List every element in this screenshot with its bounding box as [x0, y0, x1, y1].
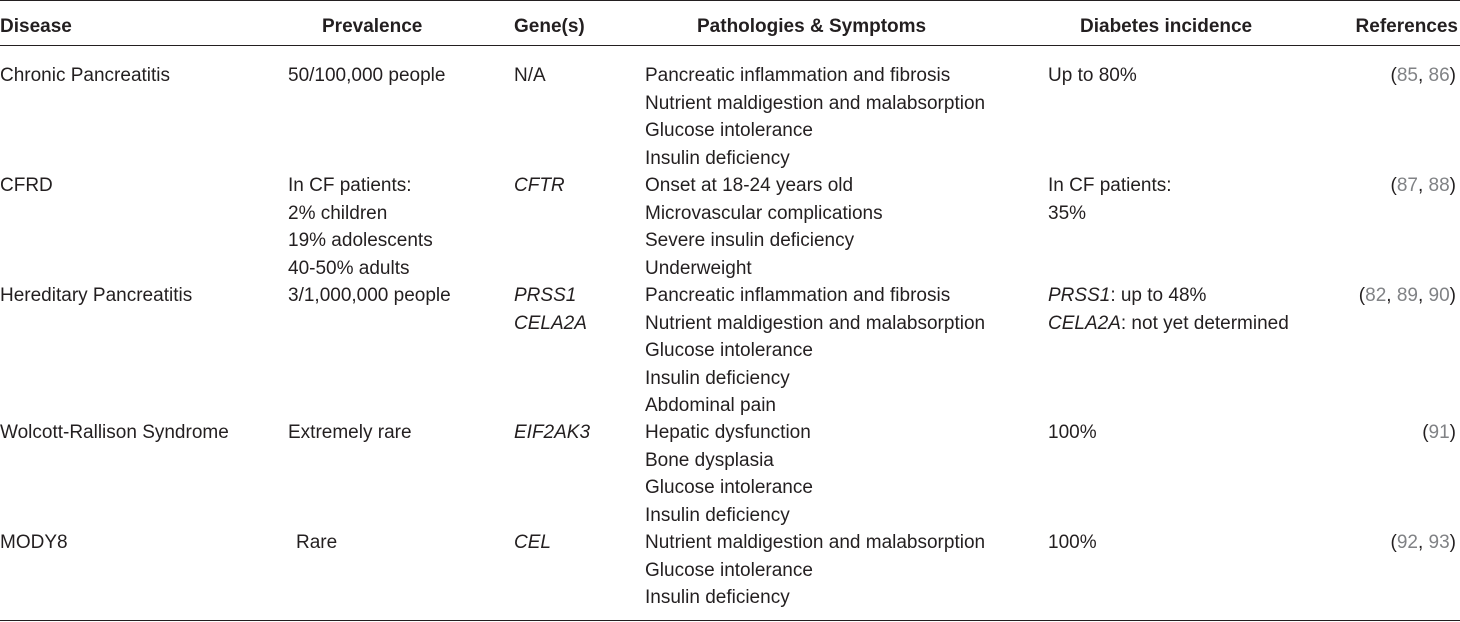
prevalence-line: 40-50% adults: [288, 257, 410, 279]
table-bottom-rule: [0, 620, 1460, 621]
reference-link[interactable]: 89: [1396, 285, 1418, 306]
diabetes-incidence-cell: Up to 80%: [1048, 62, 1137, 90]
header-diabetes-incidence: Diabetes incidence: [1080, 16, 1253, 37]
gene-name: N/A: [514, 65, 546, 86]
diabetes-incidence-text: 100%: [1048, 422, 1097, 443]
diabetes-incidence-line: 100%: [1048, 529, 1097, 557]
prevalence-line: 19% adolescents: [288, 230, 433, 251]
prevalence-cell: In CF patients: 2% children 19% adolescent…: [288, 172, 433, 282]
gene-name: CEL: [514, 532, 551, 553]
pathology-line: Pancreatic inflammation and fibrosis: [645, 285, 951, 306]
diabetes-incidence-cell: In CF patients: 35%: [1048, 172, 1172, 227]
diabetes-incidence-cell: 100%: [1048, 419, 1097, 447]
prevalence-line: Extremely rare: [288, 422, 412, 443]
diabetes-incidence-line: In CF patients:: [1048, 172, 1172, 200]
diabetes-incidence-text: : not yet determined: [1120, 312, 1289, 334]
diabetes-incidence-cell: PRSS1: up to 48%CELA2A: not yet determin…: [1048, 282, 1289, 337]
pathology-line: Nutrient maldigestion and malabsorption: [645, 312, 986, 334]
pathology-line: Severe insulin deficiency: [645, 230, 855, 251]
genes-cell: EIF2AK3: [514, 419, 590, 447]
header-references: References: [1355, 16, 1458, 37]
gene-name: CFTR: [514, 175, 565, 196]
pathology-line: Glucose intolerance: [645, 559, 813, 581]
table-header-rule: [0, 45, 1460, 46]
disease-cell: CFRD: [0, 175, 53, 196]
pathology-line: Onset at 18-24 years old: [645, 175, 854, 196]
references-cell: (91): [1422, 422, 1456, 443]
diabetes-incidence-line: 100%: [1048, 419, 1097, 447]
prevalence-line: 50/100,000 people: [288, 65, 446, 86]
pathology-line: Insulin deficiency: [645, 367, 790, 389]
references-cell: (92, 93): [1390, 532, 1457, 553]
prevalence-cell: 3/1,000,000 people: [288, 282, 451, 310]
header-genes: Gene(s): [514, 16, 585, 37]
prevalence-line: 2% children: [288, 202, 388, 224]
header-disease: Disease: [0, 16, 72, 37]
genes-cell: CEL: [514, 529, 551, 557]
header-prevalence: Prevalence: [322, 16, 423, 37]
header-pathologies: Pathologies & Symptoms: [697, 16, 927, 37]
diabetes-incidence-text: In CF patients:: [1048, 175, 1172, 196]
diabetes-incidence-line: PRSS1: up to 48%: [1048, 282, 1289, 310]
pathology-line: Insulin deficiency: [645, 147, 790, 169]
pathology-line: Nutrient maldigestion and malabsorption: [645, 532, 986, 553]
pathology-line: Insulin deficiency: [645, 587, 790, 608]
diabetes-incidence-cell: 100%: [1048, 529, 1097, 557]
pathology-line: Glucose intolerance: [645, 477, 813, 498]
prevalence-cell: Rare: [296, 529, 337, 557]
prevalence-line: 3/1,000,000 people: [288, 285, 451, 306]
table-top-rule: [0, 0, 1460, 1]
diabetes-incidence-line: Up to 80%: [1048, 62, 1137, 90]
prevalence-line: Rare: [296, 532, 338, 553]
pathology-line: Nutrient maldigestion and malabsorption: [645, 92, 986, 114]
pathology-line: Bone dysplasia: [645, 449, 774, 471]
reference-link[interactable]: 92: [1396, 532, 1418, 553]
pathology-line: Pancreatic inflammation and fibrosis: [645, 65, 951, 86]
reference-link[interactable]: 93: [1428, 532, 1450, 553]
diabetes-gene-name: CELA2A: [1048, 312, 1121, 334]
pathology-line: Microvascular complications: [645, 202, 883, 224]
references-cell: (85, 86): [1390, 65, 1457, 86]
disease-cell: Hereditary Pancreatitis: [0, 285, 193, 306]
genes-cell: CFTR: [514, 172, 565, 200]
prevalence-line: In CF patients:: [288, 175, 412, 196]
gene-name: CELA2A: [514, 312, 587, 334]
pathology-line: Abdominal pain: [645, 395, 776, 416]
pathology-line: Glucose intolerance: [645, 120, 813, 141]
disease-cell: Chronic Pancreatitis: [0, 65, 171, 86]
genes-cell: N/A: [514, 62, 546, 90]
references-cell: (82, 89, 90): [1358, 285, 1456, 306]
pathology-line: Hepatic dysfunction: [645, 422, 811, 443]
pathology-line: Underweight: [645, 257, 752, 279]
diabetes-incidence-text: 100%: [1048, 532, 1097, 553]
disease-cell: Wolcott-Rallison Syndrome: [0, 422, 229, 443]
diabetes-incidence-text: Up to 80%: [1048, 65, 1137, 86]
gene-name: PRSS1: [514, 285, 577, 306]
pathology-line: Glucose intolerance: [645, 340, 813, 361]
disease-cell: MODY8: [0, 532, 68, 553]
prevalence-cell: Extremely rare: [288, 419, 412, 447]
gene-name: EIF2AK3: [514, 422, 591, 443]
reference-link[interactable]: 91: [1428, 422, 1450, 443]
diabetes-incidence-line: CELA2A: not yet determined: [1048, 310, 1289, 338]
reference-link[interactable]: 90: [1428, 285, 1450, 306]
reference-link[interactable]: 82: [1365, 285, 1387, 306]
diabetes-incidence-text: 35%: [1048, 202, 1087, 224]
prevalence-cell: 50/100,000 people: [288, 62, 445, 90]
reference-link[interactable]: 86: [1428, 65, 1450, 86]
pathology-line: Insulin deficiency: [645, 504, 790, 526]
reference-link[interactable]: 87: [1396, 175, 1418, 196]
reference-link[interactable]: 85: [1396, 65, 1418, 86]
diabetes-gene-name: PRSS1: [1048, 285, 1111, 306]
diabetes-incidence-text: : up to 48%: [1110, 285, 1207, 306]
diabetes-incidence-line: 35%: [1048, 200, 1172, 228]
reference-link[interactable]: 88: [1428, 175, 1450, 196]
references-cell: (87, 88): [1390, 175, 1457, 196]
